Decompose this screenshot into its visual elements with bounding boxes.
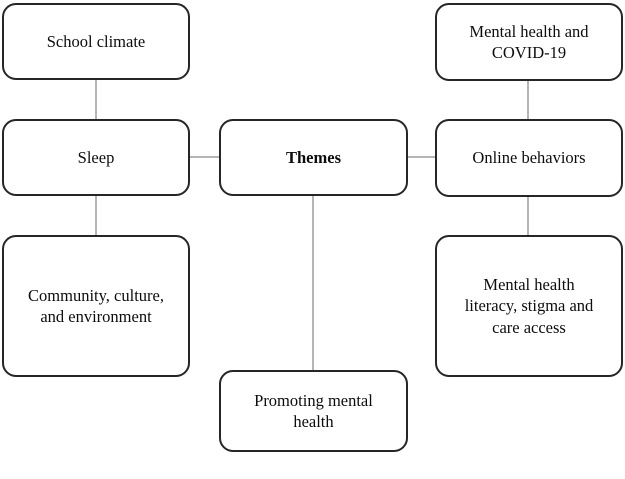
node-school-climate-label: School climate xyxy=(46,31,146,51)
node-themes-label: Themes xyxy=(286,147,341,167)
node-community-culture-environment-label: Community, culture, and environment xyxy=(28,285,164,326)
connector-sleep-to-community xyxy=(95,194,97,237)
node-mental-health-and-covid-19[interactable]: Mental health and COVID-19 xyxy=(435,3,623,81)
node-sleep-label: Sleep xyxy=(77,147,115,167)
node-online-behaviors[interactable]: Online behaviors xyxy=(435,119,623,197)
connector-covid-to-online-behaviors xyxy=(527,79,529,121)
node-community-culture-environment[interactable]: Community, culture, and environment xyxy=(2,235,190,377)
node-school-climate[interactable]: School climate xyxy=(2,3,190,80)
node-promoting-mental-health[interactable]: Promoting mental health xyxy=(219,370,408,452)
connector-school-climate-to-sleep xyxy=(95,78,97,121)
connector-themes-to-promoting-mental-health xyxy=(312,194,314,372)
connector-sleep-to-themes xyxy=(188,156,221,158)
node-promoting-mental-health-label: Promoting mental health xyxy=(254,390,373,431)
connector-online-behaviors-to-literacy xyxy=(527,195,529,237)
node-mental-health-literacy-stigma-care-access[interactable]: Mental health literacy, stigma and care … xyxy=(435,235,623,377)
node-themes[interactable]: Themes xyxy=(219,119,408,196)
node-mental-health-literacy-stigma-care-access-label: Mental health literacy, stigma and care … xyxy=(464,275,594,337)
node-sleep[interactable]: Sleep xyxy=(2,119,190,196)
connector-themes-to-online-behaviors xyxy=(406,156,437,158)
node-mental-health-and-covid-19-label: Mental health and COVID-19 xyxy=(469,21,589,62)
node-online-behaviors-label: Online behaviors xyxy=(472,148,586,168)
